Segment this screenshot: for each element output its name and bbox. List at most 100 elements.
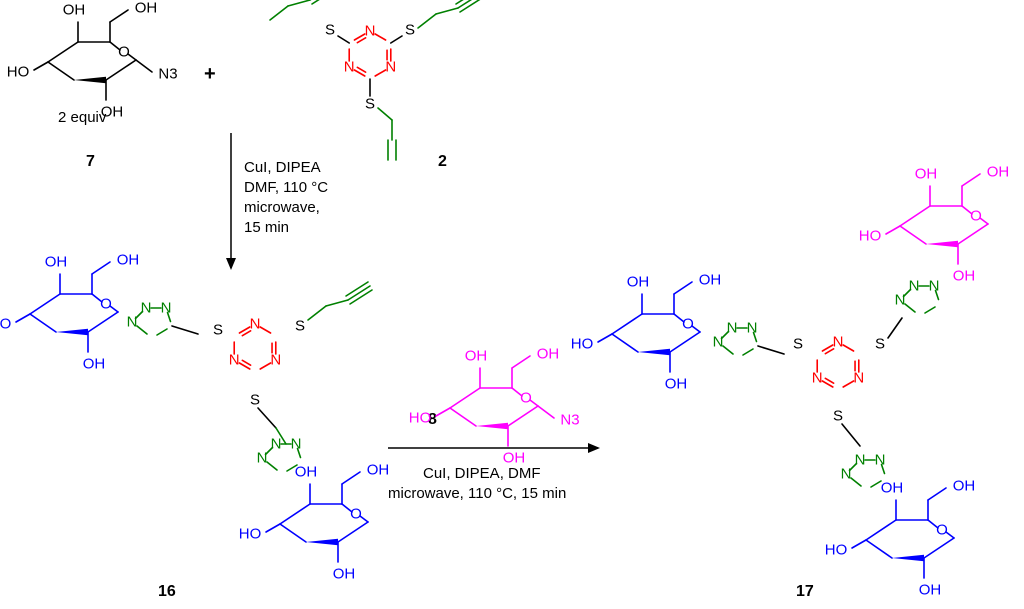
triazole-bond [752, 331, 758, 343]
bond [961, 205, 973, 215]
bond [887, 317, 903, 339]
bond [127, 53, 137, 61]
bond [389, 35, 403, 44]
triazine-nitrogen: N [250, 316, 261, 333]
bond [359, 515, 369, 523]
hydroxyl: OH [135, 0, 158, 17]
triazole-bond [742, 348, 754, 356]
triazine-bond [259, 326, 272, 334]
hydroxyl: OH [367, 462, 390, 479]
bond [691, 325, 701, 333]
bond [455, 0, 464, 5]
sulfur: S [325, 22, 335, 39]
bond [15, 313, 31, 323]
bond [105, 59, 137, 81]
hydroxyl: OH [987, 164, 1010, 181]
equiv-note: 2 equiv [58, 109, 107, 126]
bond [311, 0, 320, 5]
triazine-nitrogen: N [344, 59, 355, 76]
triazine-double-bond [824, 377, 835, 384]
bond [597, 333, 613, 343]
triazole-nitrogen: N [713, 334, 724, 351]
sulfur: S [875, 336, 885, 353]
sulfur: S [405, 22, 415, 39]
hydroxyl: OH [63, 2, 86, 19]
bond [507, 405, 539, 427]
hydroxyl: OH [101, 104, 124, 121]
bond [851, 539, 867, 549]
triazole-nitrogen: N [895, 292, 906, 309]
triazole-bond [156, 328, 168, 336]
hydroxyl: OH [295, 464, 318, 481]
triazole-nitrogen: N [127, 314, 138, 331]
bond [511, 387, 523, 397]
bond [91, 293, 103, 303]
triazole-nitrogen: N [747, 320, 758, 337]
bond [47, 41, 79, 63]
bond [29, 293, 61, 315]
triazine-nitrogen: N [853, 370, 864, 387]
compound-number-17: 17 [796, 583, 814, 600]
bond [33, 61, 49, 71]
bond [91, 261, 111, 275]
bond [265, 523, 281, 533]
bond [961, 173, 981, 187]
sulfur: S [365, 96, 375, 113]
sulfur: S [295, 318, 305, 335]
hydroxyl: OH [45, 254, 68, 271]
triazine-nitrogen: N [812, 370, 823, 387]
bond [279, 523, 307, 543]
step1-condition-1: CuI, DIPEA [244, 159, 321, 176]
bond [337, 521, 369, 543]
triazine-nitrogen: N [229, 352, 240, 369]
bond [257, 407, 277, 429]
triazole-bond [870, 480, 882, 488]
step2-condition-1: CuI, DIPEA, DMF [423, 465, 541, 482]
bond [899, 225, 927, 245]
ring-oxygen: O [350, 506, 362, 523]
bond [325, 299, 349, 307]
hydroxyl: OH [953, 478, 976, 495]
hydroxyl: OH [919, 582, 942, 599]
triazole-bond [266, 461, 278, 471]
triazole-nitrogen: N [909, 278, 920, 295]
bond [865, 519, 897, 541]
bond [673, 313, 685, 323]
bond [435, 407, 451, 417]
triazole-nitrogen: N [257, 450, 268, 467]
plus-sign: + [204, 63, 216, 85]
propargyl-bond [417, 13, 437, 29]
ring-oxygen: O [100, 296, 112, 313]
sulfur: S [250, 392, 260, 409]
triazole-bond [166, 311, 172, 323]
compound-number-7: 7 [86, 153, 95, 170]
hydroxyl: OH [117, 252, 140, 269]
hydroxyl: HO [239, 526, 262, 543]
wedge-bond [306, 538, 338, 546]
triazole-bond [286, 464, 298, 472]
triazine-nitrogen: N [833, 334, 844, 351]
bond [435, 7, 459, 15]
triazine-double-bond [241, 330, 252, 337]
ring-oxygen: O [936, 522, 948, 539]
hydroxyl: OH [915, 166, 938, 183]
propargyl-bond [269, 5, 289, 21]
wedge-bond [74, 76, 106, 84]
triazole-bond [880, 463, 886, 475]
bond [345, 281, 369, 297]
azide: N3 [158, 66, 177, 83]
propargyl-bond [307, 305, 327, 321]
bond [109, 41, 121, 51]
triazole-bond [296, 447, 302, 459]
sulfur: S [213, 322, 223, 339]
bond [511, 355, 531, 369]
triazole-nitrogen: N [875, 452, 886, 469]
triazine-bond [353, 69, 366, 77]
hydroxyl: OH [881, 480, 904, 497]
triazine-bond [374, 33, 387, 41]
